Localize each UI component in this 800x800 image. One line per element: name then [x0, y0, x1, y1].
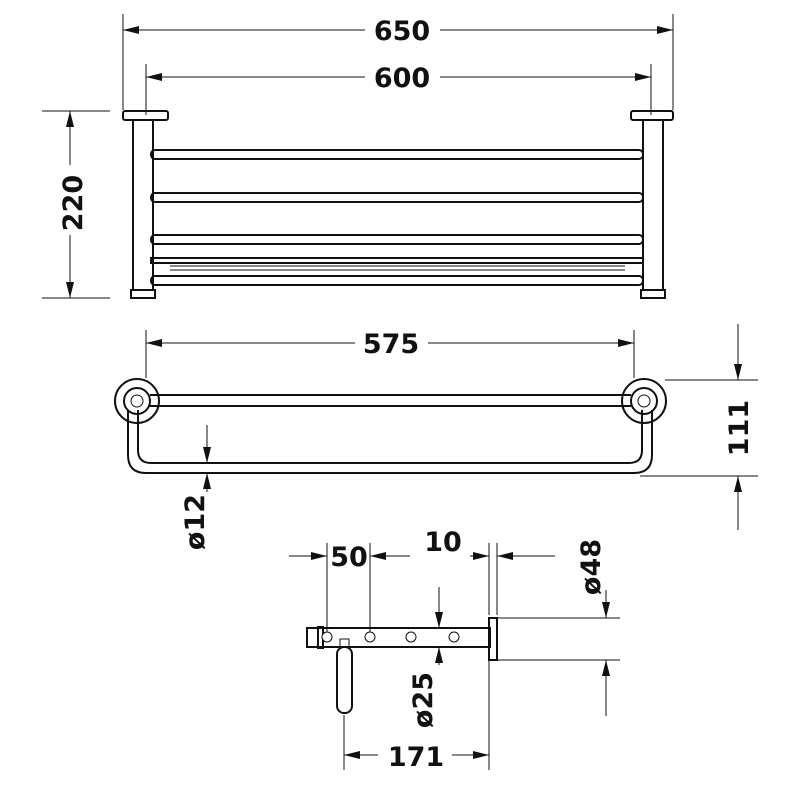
projection-label: 171 — [388, 742, 444, 773]
tube-diameter-label: ø25 — [408, 672, 439, 728]
front-view: 650 600 220 — [42, 14, 674, 299]
rosette-diameter-label: ø48 — [576, 539, 607, 595]
right-bracket — [630, 110, 674, 299]
rail-length-label: 575 — [363, 329, 419, 360]
rail-diameter-label: ø12 — [180, 494, 211, 550]
offset-label: 10 — [424, 527, 462, 558]
overall-width-label: 650 — [374, 16, 430, 47]
height-label: 220 — [58, 175, 89, 231]
depth-label: 111 — [724, 400, 755, 456]
left-bracket — [122, 110, 169, 299]
side-view: 50 10 ø48 ø25 171 — [289, 527, 620, 773]
shelf-rails — [150, 149, 644, 286]
right-rosette — [621, 378, 667, 424]
spacing-label: 50 — [330, 542, 368, 573]
inner-width-label: 600 — [374, 63, 430, 94]
top-view: 575 ø12 111 — [114, 324, 758, 550]
